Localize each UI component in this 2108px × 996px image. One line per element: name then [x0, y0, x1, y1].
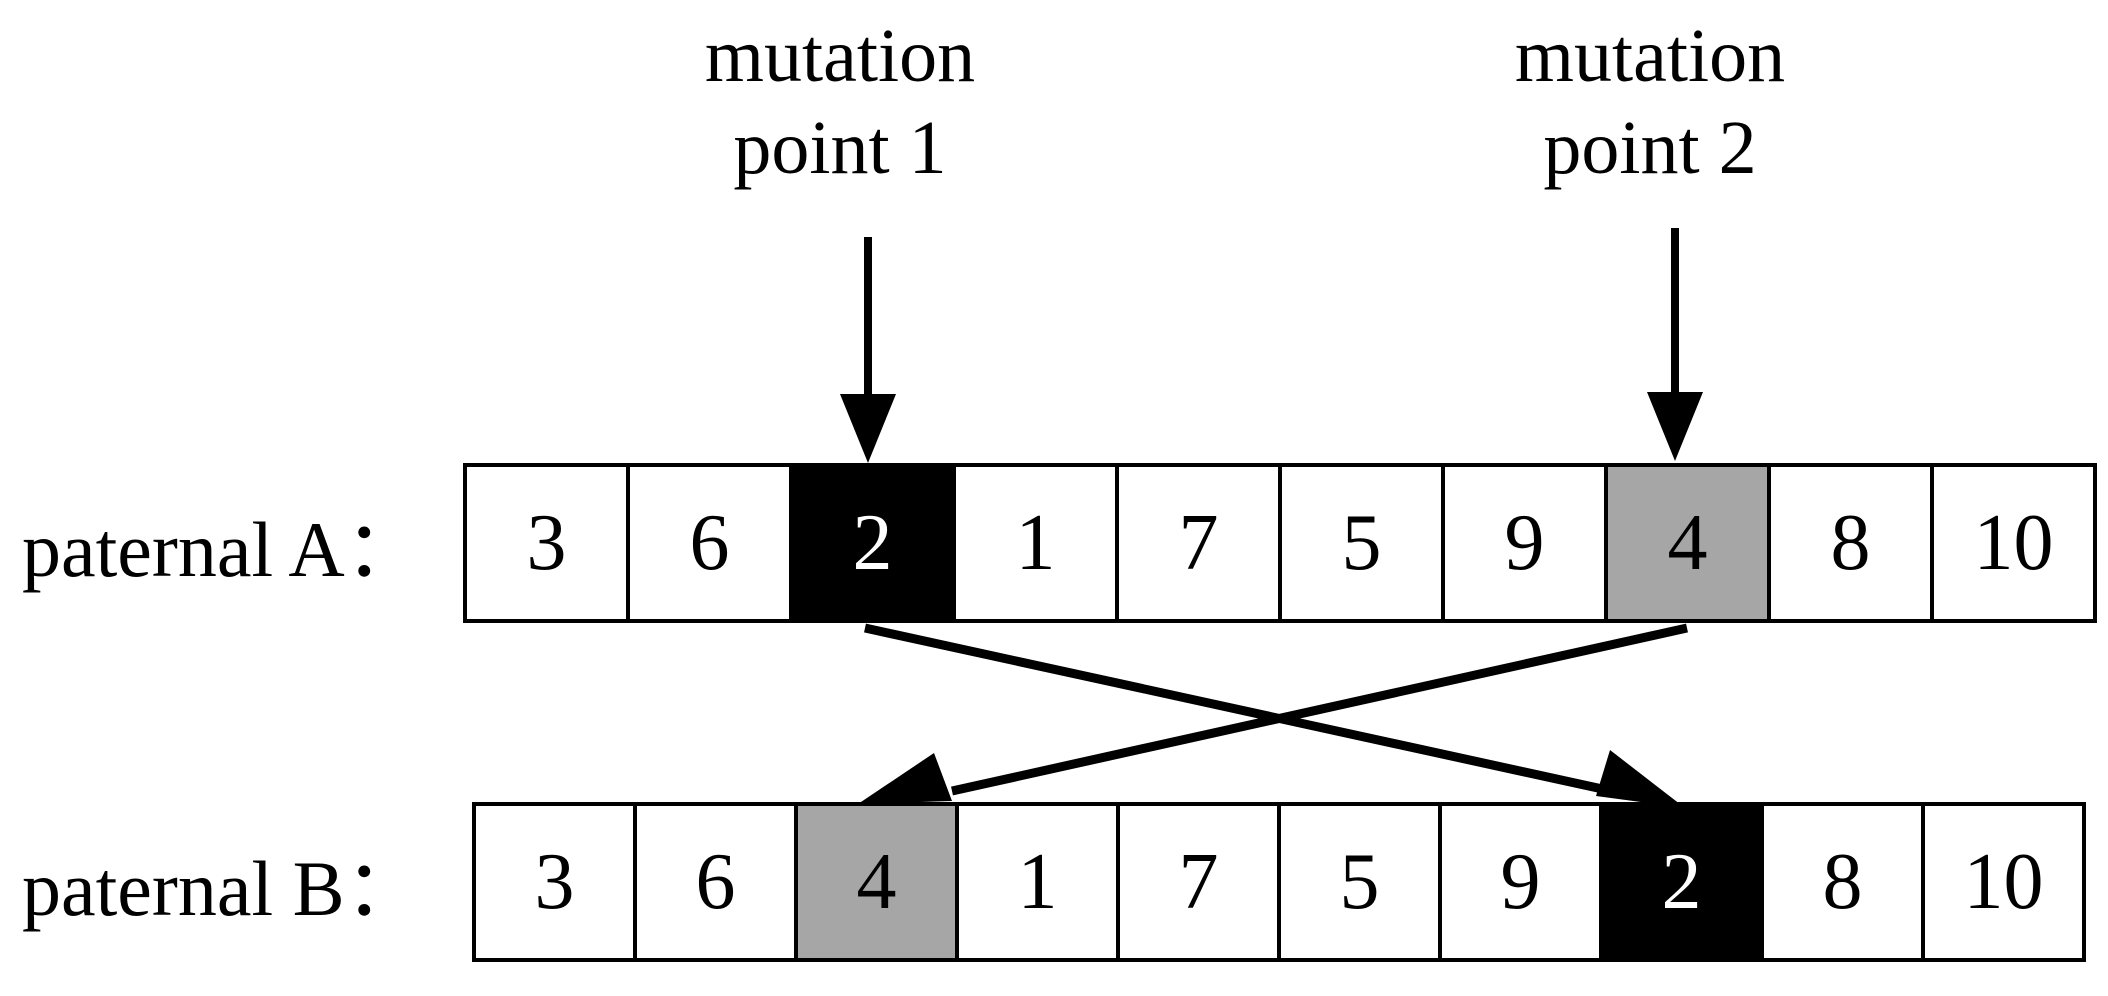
- gene-cell-paternal-b-10: 10: [1925, 806, 2082, 958]
- mutation-point-2-label-line2: point 2: [1543, 106, 1757, 190]
- gene-cell-paternal-a-9: 8: [1771, 467, 1934, 619]
- gene-cell-paternal-a-4: 1: [956, 467, 1119, 619]
- gene-cell-paternal-a-7: 9: [1445, 467, 1608, 619]
- gene-cell-paternal-b-7: 9: [1442, 806, 1603, 958]
- gene-cell-paternal-b-5: 7: [1120, 806, 1281, 958]
- gene-cell-paternal-a-5: 7: [1119, 467, 1282, 619]
- mutation-point-2-label: mutation point 2: [1360, 10, 1940, 194]
- gene-cell-paternal-b-9: 8: [1764, 806, 1925, 958]
- mutation-point-1-label-line1: mutation: [704, 14, 976, 98]
- swap-arrow-black-gene: [864, 623, 1685, 808]
- gene-cell-paternal-a-3: 2: [793, 467, 956, 619]
- gene-cell-paternal-a-10: 10: [1934, 467, 2093, 619]
- mutation-point-2-arrow: [1647, 228, 1703, 461]
- paternal-a-label: paternal A：: [22, 506, 423, 593]
- gene-cell-paternal-b-1: 3: [476, 806, 637, 958]
- mutation-point-1-label: mutation point 1: [550, 10, 1130, 194]
- mutation-point-1-arrow: [840, 237, 896, 463]
- mutation-point-2-label-line1: mutation: [1514, 14, 1786, 98]
- gene-cell-paternal-a-8: 4: [1608, 467, 1771, 619]
- gene-cell-paternal-b-6: 5: [1281, 806, 1442, 958]
- gene-cell-paternal-a-2: 6: [630, 467, 793, 619]
- gene-cell-paternal-b-3: 4: [798, 806, 959, 958]
- swap-arrow-gray-gene: [858, 623, 1688, 804]
- gene-cell-paternal-a-1: 3: [467, 467, 630, 619]
- gene-cell-paternal-b-4: 1: [959, 806, 1120, 958]
- gene-cell-paternal-b-2: 6: [637, 806, 798, 958]
- mutation-point-1-label-line2: point 1: [733, 106, 947, 190]
- gene-cell-paternal-a-6: 5: [1282, 467, 1445, 619]
- gene-cell-paternal-b-8: 2: [1603, 806, 1764, 958]
- paternal-b-label: paternal B：: [22, 845, 423, 932]
